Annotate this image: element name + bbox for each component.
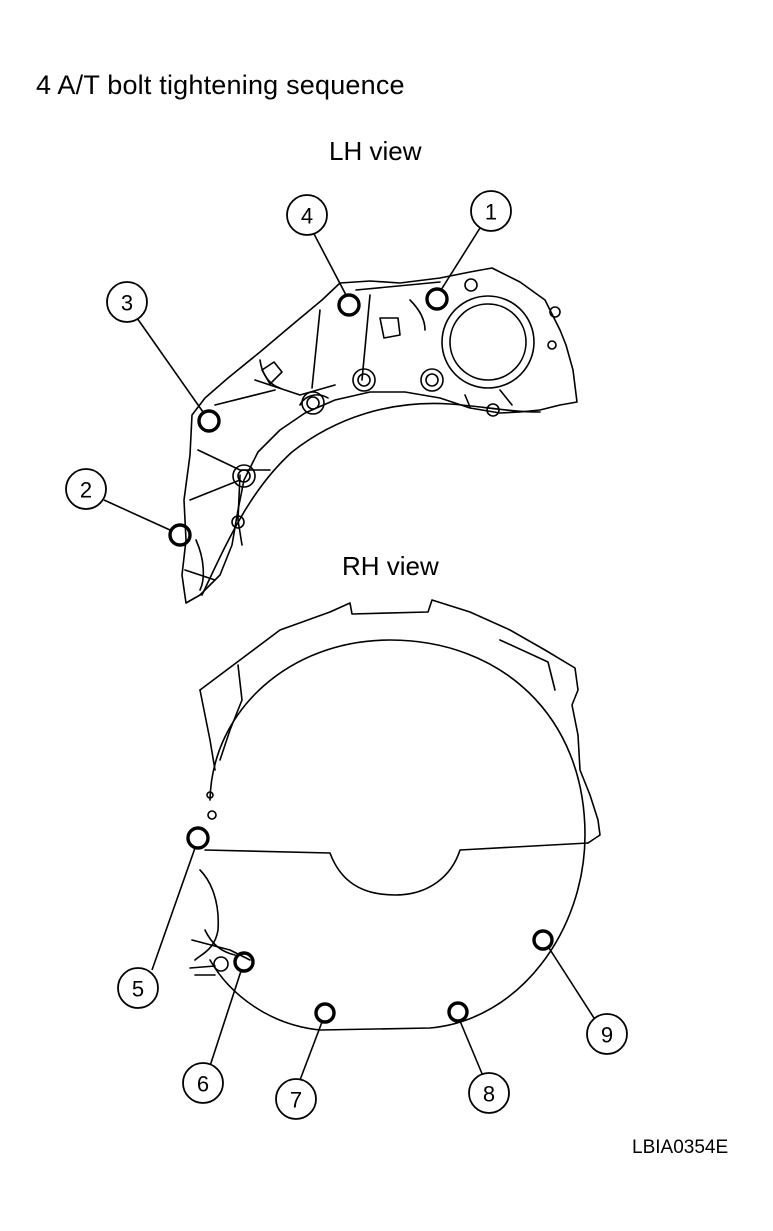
callout-7-bubble	[275, 1078, 317, 1120]
bolt-9-marker	[532, 929, 554, 951]
lh-view-label: LH view	[329, 136, 422, 166]
bolt-6-marker	[233, 951, 255, 973]
callout-8-bubble	[468, 1072, 510, 1114]
bolt-7-marker	[314, 1002, 336, 1024]
figure-code: LBIA0354E	[632, 1137, 729, 1158]
bolt-5-marker	[186, 826, 210, 850]
callout-1-label: 1	[485, 200, 497, 225]
bolt-2-marker	[168, 523, 192, 547]
callout-7-label: 7	[290, 1088, 302, 1113]
callout-9-bubble	[586, 1013, 628, 1055]
callout-8-label: 8	[483, 1082, 495, 1107]
callout-3-bubble	[106, 281, 148, 323]
rh-view-label: RH view	[342, 551, 439, 581]
callout-5-label: 5	[132, 977, 144, 1002]
lh-bolt-markers	[168, 287, 449, 547]
bolt-3-marker	[197, 409, 221, 433]
callout-6-bubble	[182, 1062, 224, 1104]
callout-1-bubble	[470, 190, 512, 232]
callout-9-label: 9	[601, 1023, 613, 1048]
callout-2-label: 2	[80, 478, 92, 503]
bolt-1-marker	[425, 287, 449, 311]
lh-view-housing	[181, 267, 578, 604]
bolt-4-marker	[337, 293, 361, 317]
callout-3-label: 3	[121, 291, 133, 316]
callout-4-label: 4	[301, 204, 313, 229]
callouts: 1 2 3 4 5 6 7 8 9	[65, 190, 628, 1120]
callout-5-bubble	[117, 967, 159, 1009]
rh-bolt-markers	[186, 826, 554, 1024]
callout-2-bubble	[65, 468, 107, 510]
rh-view-housing	[189, 599, 601, 1031]
callout-6-label: 6	[197, 1072, 209, 1097]
diagram-title: 4 A/T bolt tightening sequence	[36, 70, 405, 100]
bolt-8-marker	[447, 1001, 469, 1023]
callout-4-bubble	[286, 194, 328, 236]
